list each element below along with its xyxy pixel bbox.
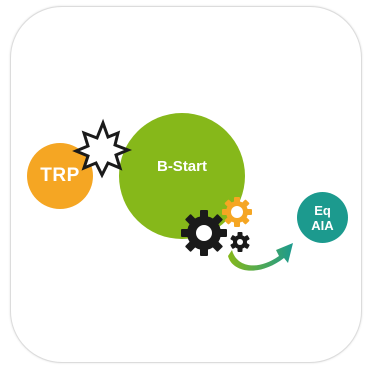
small-gear-icon <box>230 232 250 252</box>
orange-gear-icon <box>222 197 252 227</box>
large-gear-icon <box>181 210 227 256</box>
trp-label: TRP <box>40 165 80 186</box>
b-start-circle: B-Start <box>119 113 245 239</box>
curved-arrow-icon <box>228 243 293 271</box>
aia-label: AIA <box>311 217 334 233</box>
b-start-label: B-Start <box>156 158 207 175</box>
starburst-icon <box>72 118 133 179</box>
eq-aia-circle: Eq AIA <box>297 192 348 243</box>
eq-label: Eq <box>314 202 331 218</box>
